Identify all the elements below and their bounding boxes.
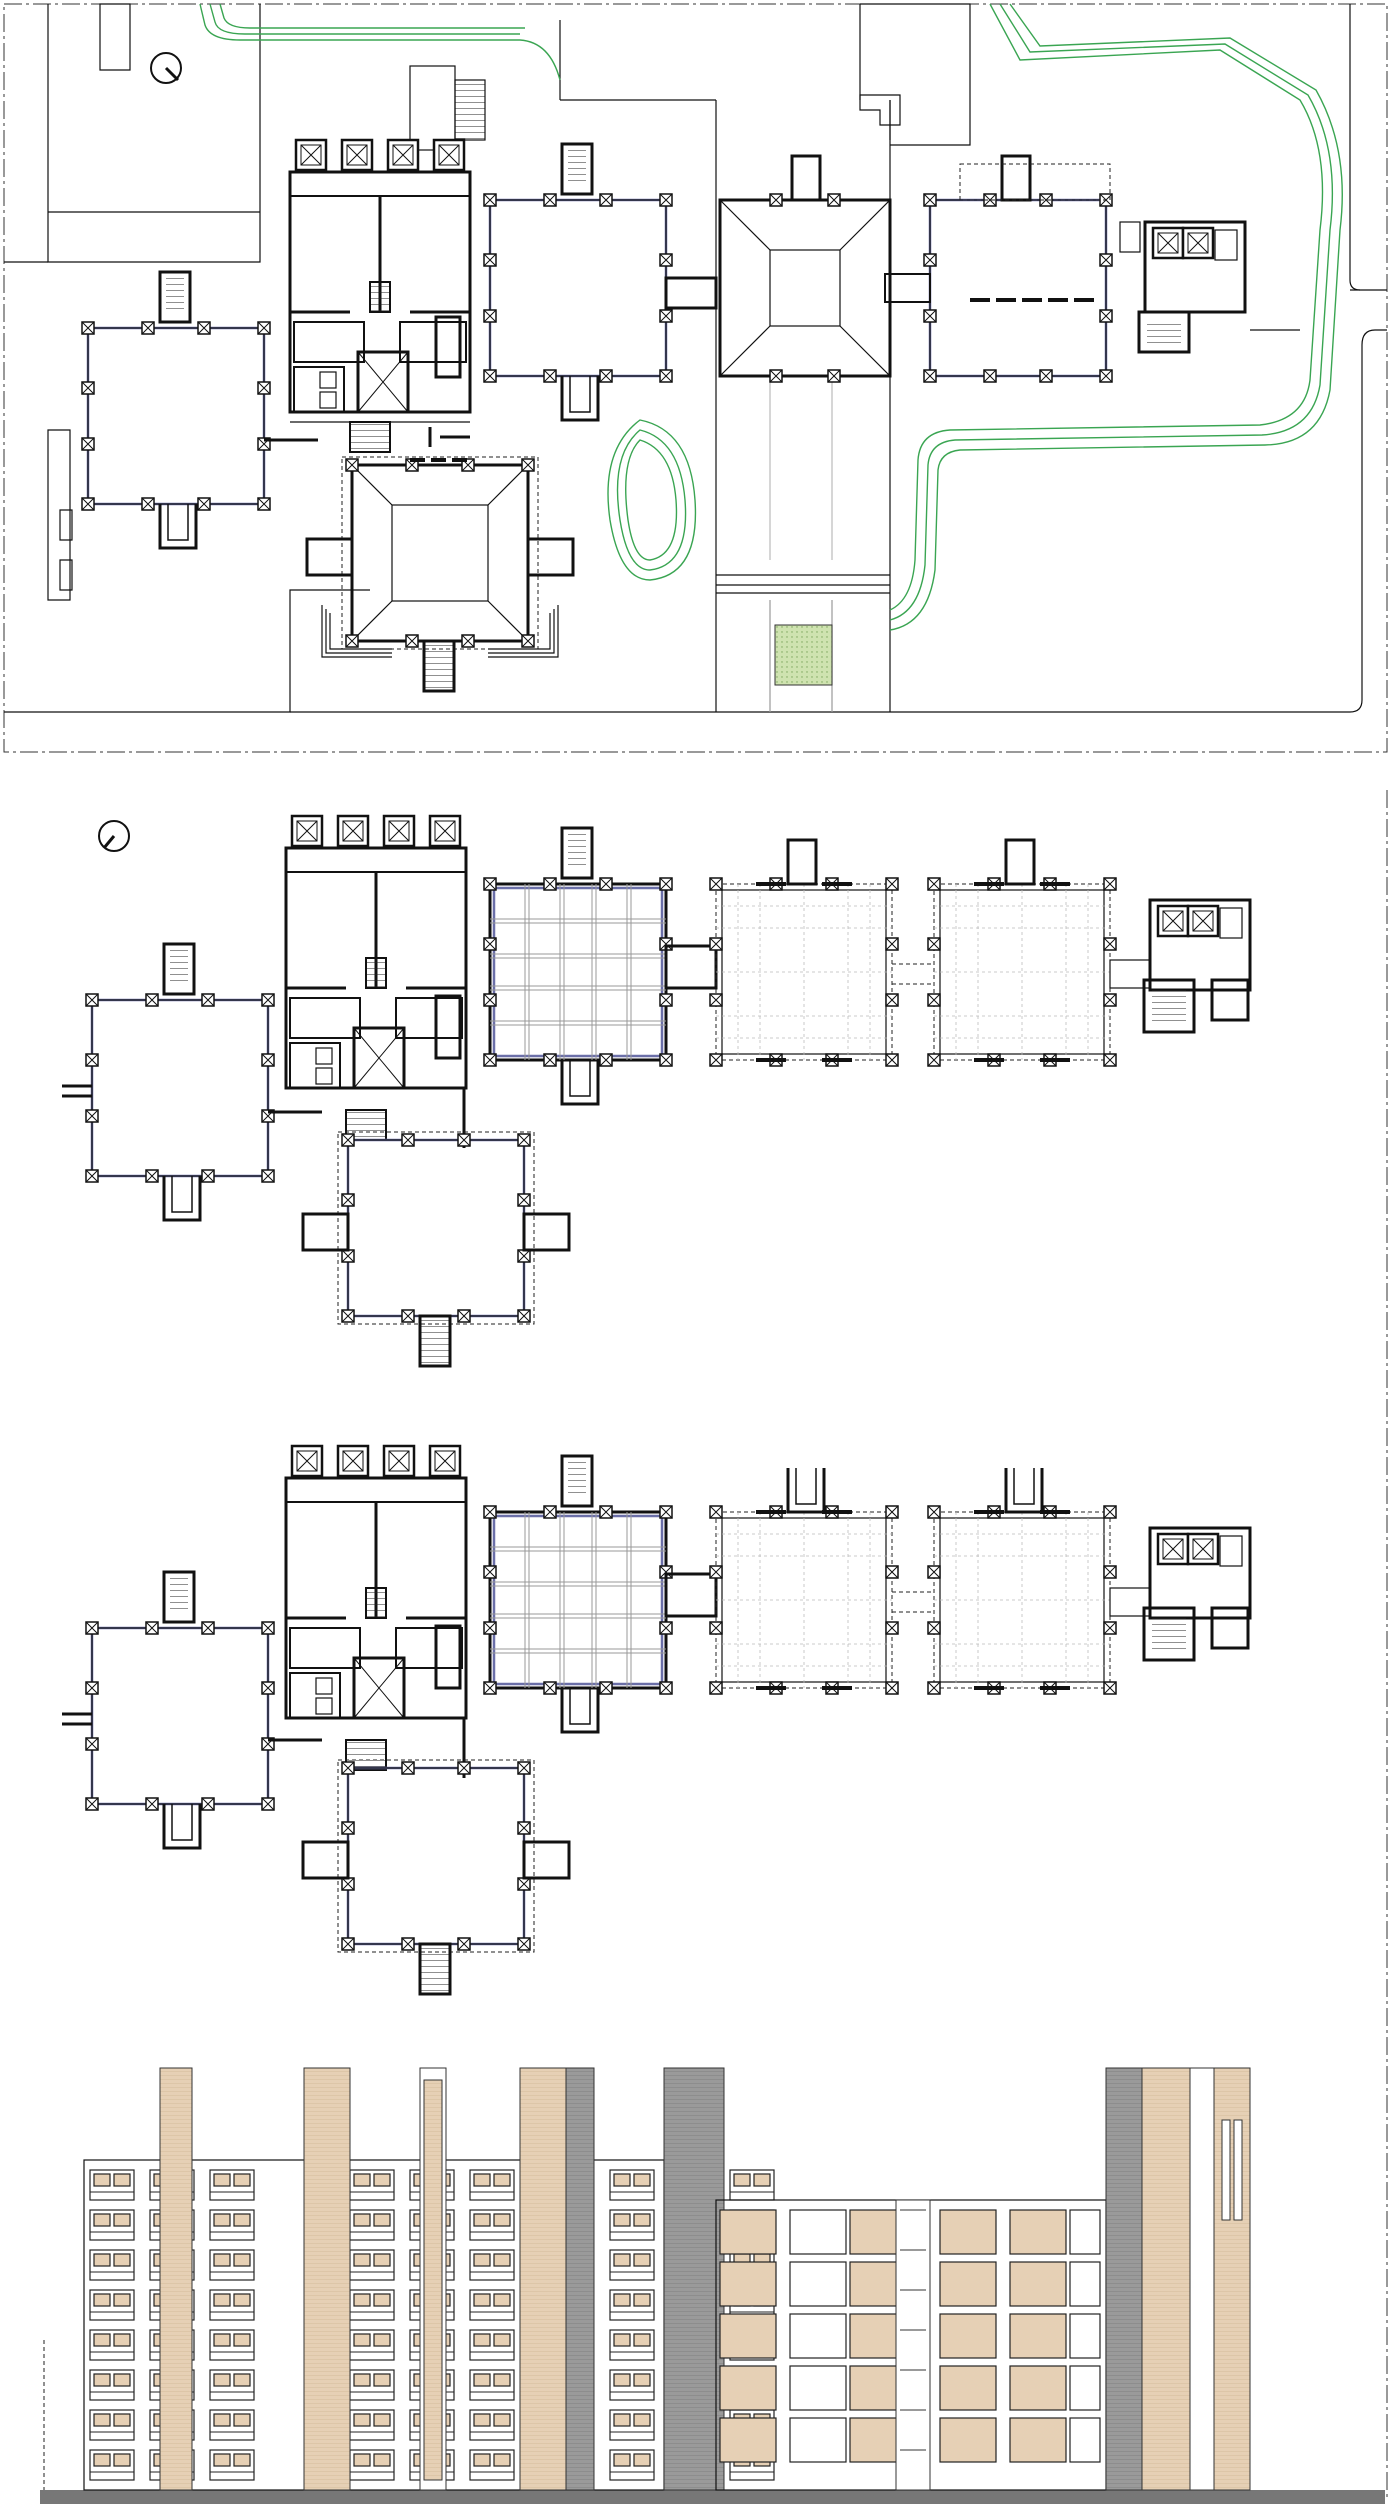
site-boundary-lines: [4, 3, 1387, 713]
south-elevation: [40, 2067, 1385, 2504]
plan1-dormitory-block: [286, 816, 466, 1148]
floor-plan-level-2: [62, 1446, 1252, 1996]
site-pavilion-west: [82, 270, 318, 550]
site-dormitory-block: [290, 140, 470, 453]
north-arrow-icon: [150, 52, 182, 84]
landscape-contours: [199, 3, 1343, 631]
plan1-light-pavilion-east: [928, 838, 1151, 1066]
site-pavilion-south: [305, 456, 575, 693]
plan2-pavilion-west: [62, 1570, 322, 1850]
plan1-service-core: [1142, 898, 1252, 1034]
plan2-grid-pavilion: [484, 1454, 718, 1734]
plan2-light-pavilion-center: [710, 1466, 932, 1694]
plan2-service-core: [1142, 1526, 1252, 1662]
plan1-grid-pavilion: [484, 826, 718, 1106]
elevation-academic-block: [715, 2199, 1107, 2491]
elevation-residential-block: [83, 2067, 774, 2491]
plan2-pavilion-south: [301, 1759, 571, 1996]
lawn-patch: [774, 624, 833, 686]
north-arrow-icon: [98, 820, 130, 852]
site-pyramid-hall: [718, 154, 892, 383]
plan2-dormitory-block: [286, 1446, 466, 1778]
drawing-frame: [3, 3, 1388, 753]
plan1-pavilion-south: [301, 1131, 571, 1368]
plan1-pavilion-west: [62, 942, 322, 1222]
floor-plan-level-1: [62, 790, 1388, 2500]
plan1-light-pavilion-center: [710, 838, 932, 1066]
ground-line: [40, 2490, 1385, 2504]
site-pavilion-central: [484, 142, 718, 422]
site-pavilion-east: [884, 154, 1113, 383]
elevation-east-towers: [1105, 2067, 1251, 2491]
plan2-light-pavilion-east: [928, 1466, 1151, 1694]
site-service-core: [1119, 220, 1247, 354]
site-plan: [3, 3, 1388, 753]
